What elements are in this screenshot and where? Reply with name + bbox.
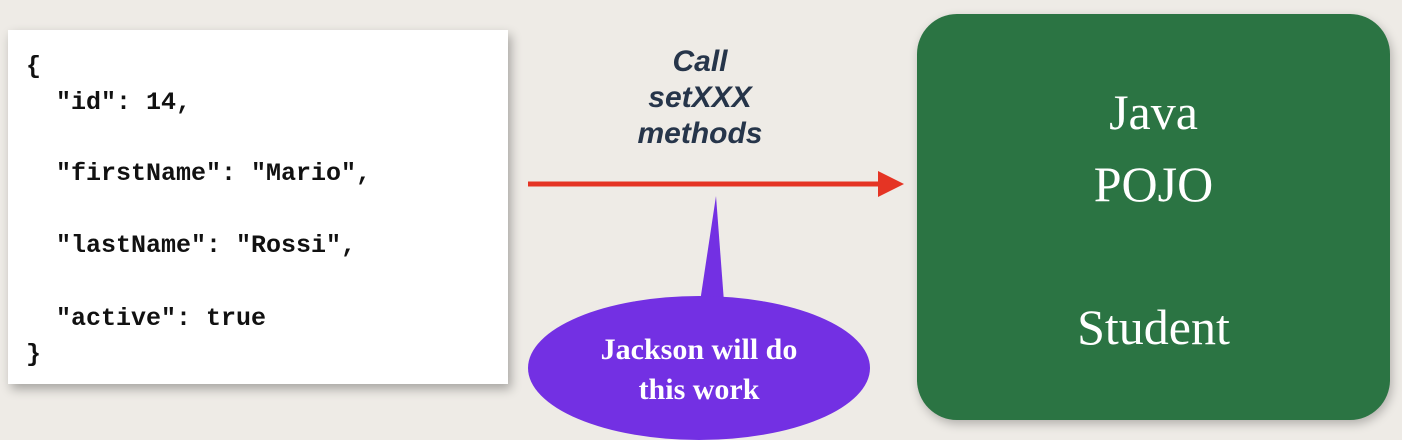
speech-bubble-text: Jackson will do this work [528,330,870,410]
speech-bubble [528,296,870,440]
arrow-label-line-setxxx: setXXX [648,81,752,114]
arrow-head [878,171,904,197]
pojo-title-java: Java [1109,84,1198,140]
pojo-class-name: Student [1077,299,1230,355]
java-pojo-box: Java POJO Student [917,14,1390,420]
arrow-label: Call setXXX methods [580,44,820,152]
json-line-active: "active": true [26,304,267,333]
json-line-last-name: "lastName": "Rossi", [26,231,357,260]
speech-bubble-line-2: this work [638,373,760,406]
json-line-close-brace: } [26,340,42,369]
pojo-title-pojo: POJO [1093,156,1214,212]
json-line-id: "id": 14, [26,88,192,117]
speech-bubble-line-1: Jackson will do [600,333,798,366]
json-line-open-brace: { [26,52,42,81]
arrow-label-line-methods: methods [637,117,763,150]
json-line-first-name: "firstName": "Mario", [26,159,372,188]
json-code-box: { "id": 14, "firstName": "Mario", "lastN… [8,30,508,384]
speech-bubble-tail [700,196,724,302]
arrow-label-line-call: Call [672,45,728,78]
